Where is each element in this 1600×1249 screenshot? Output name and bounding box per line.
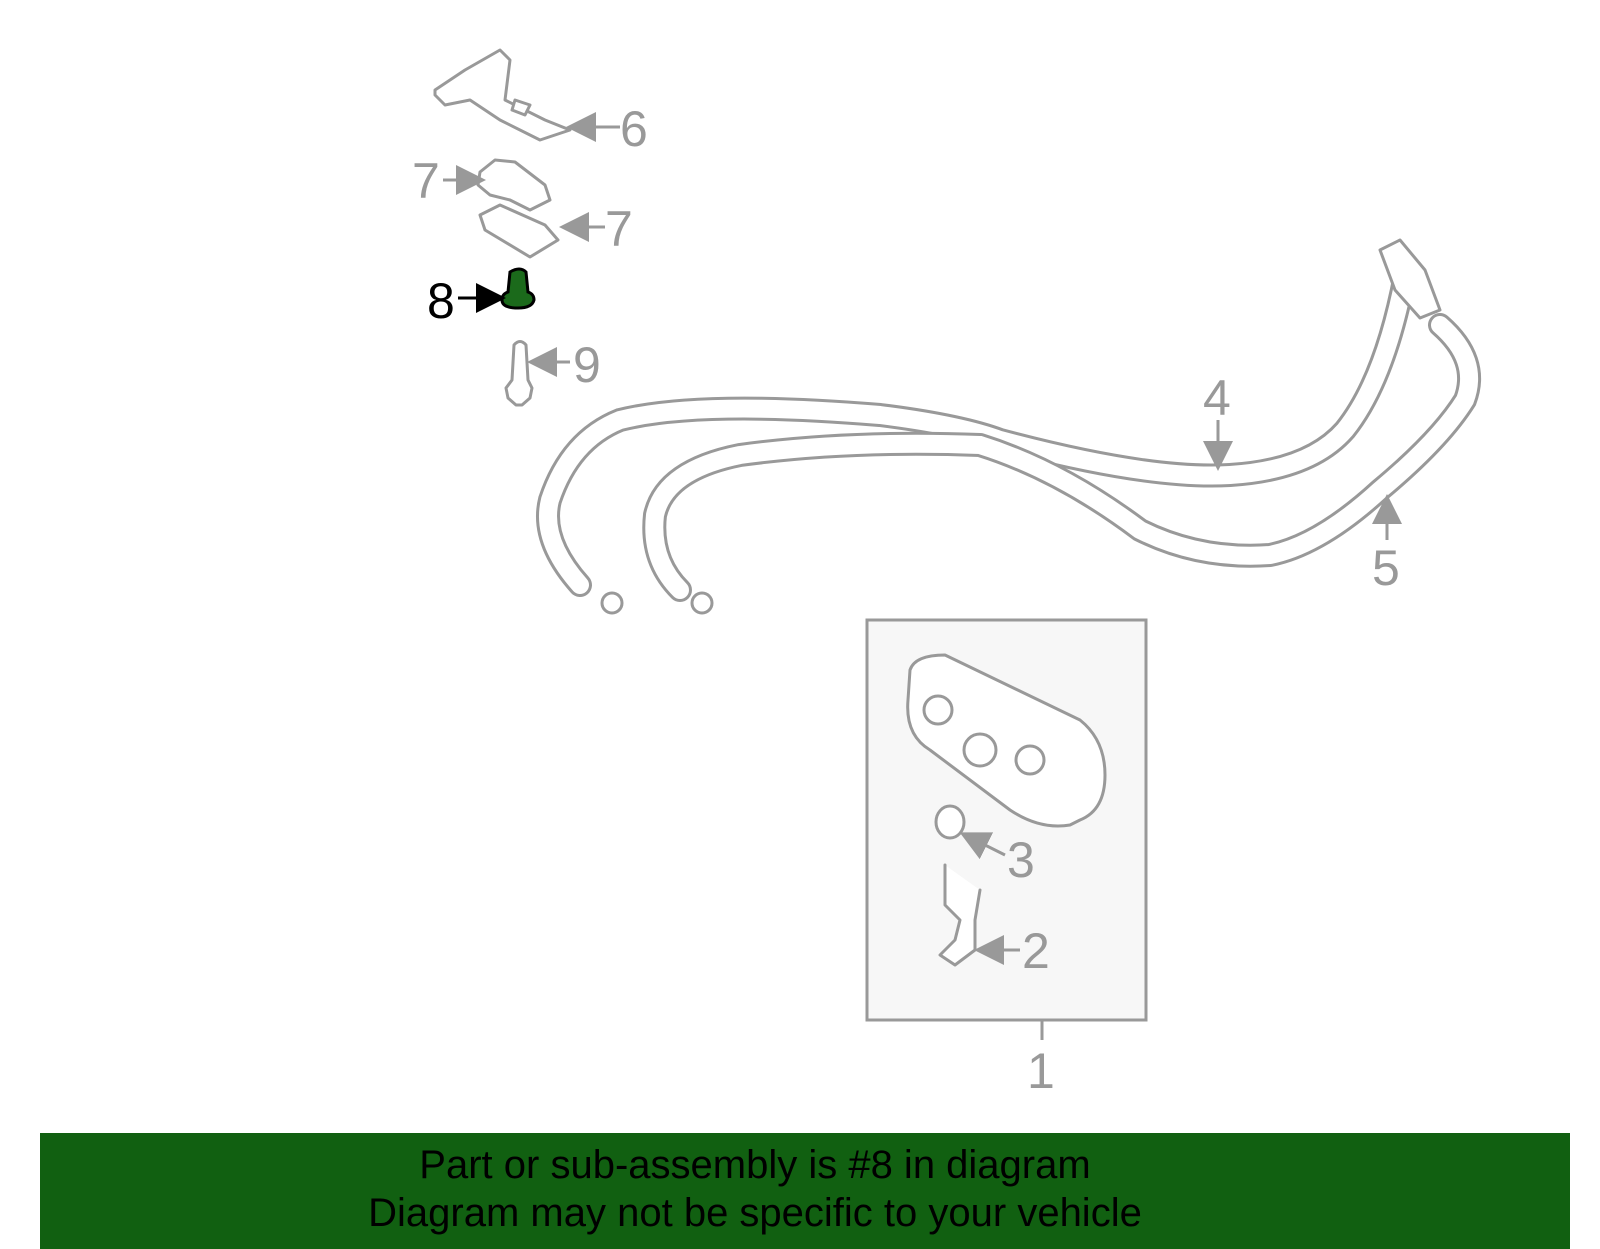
callout-3: 3 <box>959 832 1035 888</box>
callout-8: 8 <box>427 273 506 329</box>
part-7-clip-upper[interactable] <box>476 158 552 212</box>
svg-text:1: 1 <box>1027 1043 1055 1099</box>
part-2-clip[interactable] <box>938 863 982 967</box>
callout-9: 9 <box>527 337 601 393</box>
svg-text:3: 3 <box>1007 832 1035 888</box>
callout-4: 4 <box>1203 370 1233 471</box>
svg-text:6: 6 <box>620 101 648 157</box>
part-4-cooler-hose[interactable] <box>536 263 1417 597</box>
svg-text:7: 7 <box>412 153 440 209</box>
callout-6: 6 <box>566 101 648 157</box>
callout-1: 1 <box>1027 1043 1055 1099</box>
part-1-oil-cooler[interactable] <box>906 653 1107 828</box>
svg-text:8: 8 <box>427 273 455 329</box>
svg-text:2: 2 <box>1022 923 1050 979</box>
banner-line-2: Diagram may not be specific to your vehi… <box>368 1191 1142 1235</box>
part-5-cooler-hose[interactable] <box>600 238 1482 615</box>
callout-2: 2 <box>974 923 1050 979</box>
part-3-o-ring[interactable] <box>934 804 966 840</box>
svg-text:5: 5 <box>1372 540 1400 596</box>
part-8-push-pin[interactable] <box>500 267 536 310</box>
part-9-pin[interactable] <box>504 340 534 407</box>
banner-line-1: Part or sub-assembly is #8 in diagram <box>419 1143 1091 1187</box>
svg-text:7: 7 <box>605 201 633 257</box>
part-7-clip-lower[interactable] <box>478 203 560 259</box>
callout-7-lower: 7 <box>559 201 633 257</box>
svg-text:9: 9 <box>573 337 601 393</box>
part-6-bracket[interactable] <box>433 48 572 142</box>
callout-5: 5 <box>1372 494 1402 596</box>
callout-7-upper: 7 <box>412 153 486 209</box>
info-banner: Part or sub-assembly is #8 in diagram Di… <box>40 1133 1570 1249</box>
svg-text:4: 4 <box>1203 370 1231 426</box>
